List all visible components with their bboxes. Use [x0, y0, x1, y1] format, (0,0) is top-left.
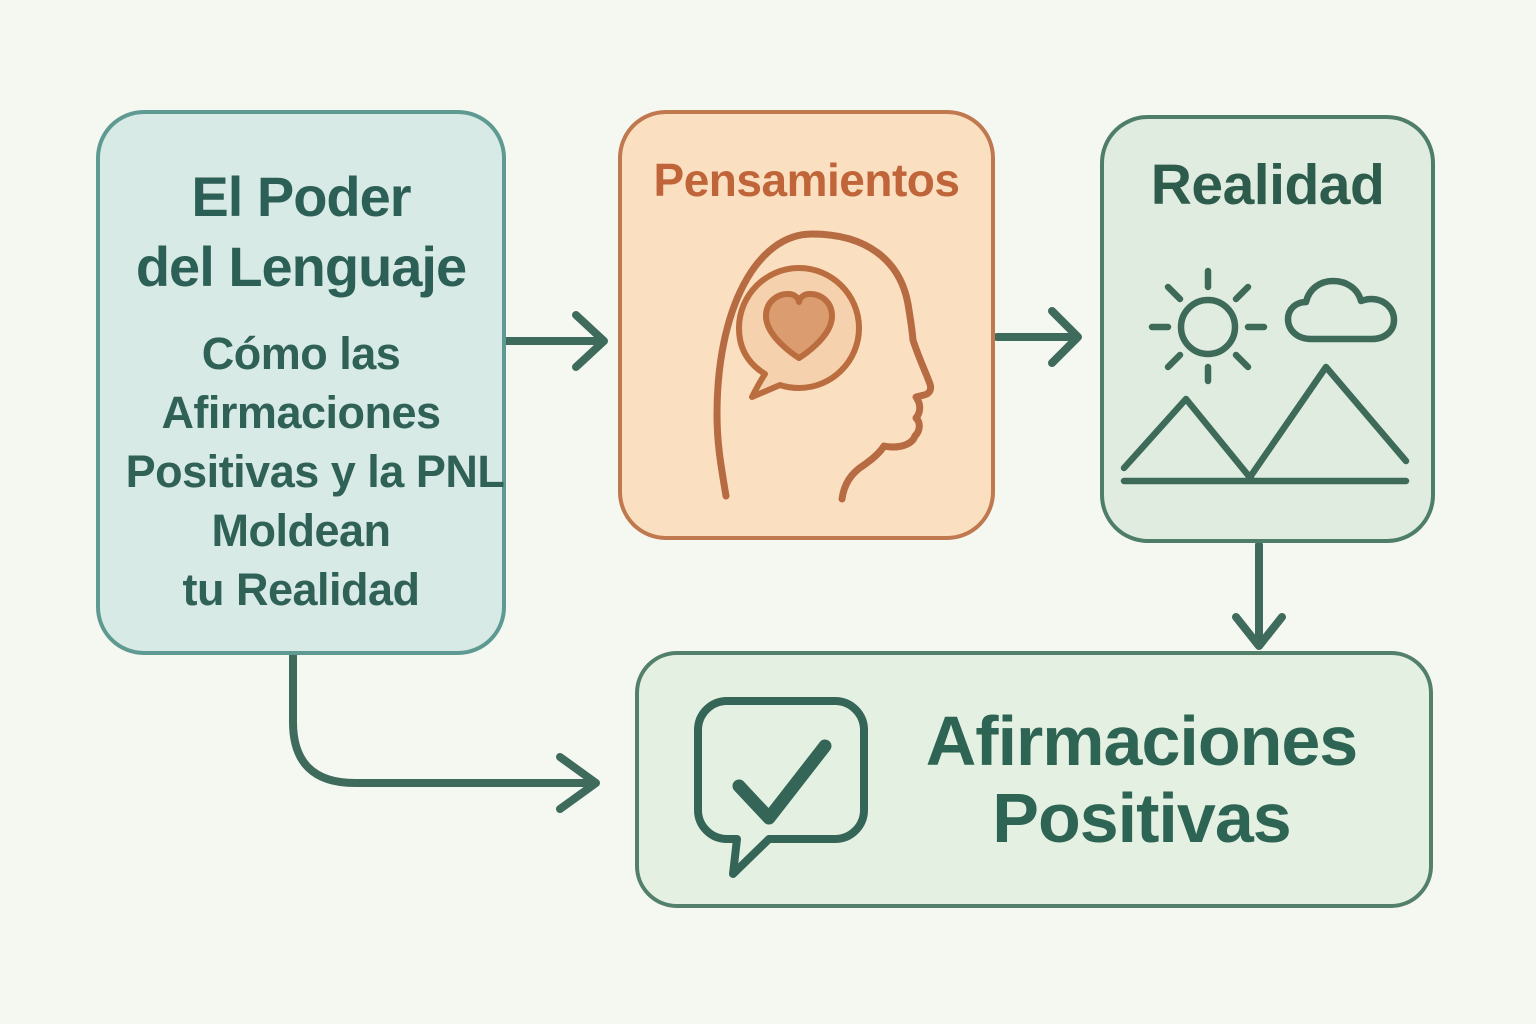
arrow-thoughts-to-reality [993, 307, 1082, 367]
title-line-1: Afirmaciones [925, 701, 1358, 780]
head-profile-heart-speech-bubble-icon [713, 230, 935, 503]
sun-icon [1148, 267, 1268, 385]
speech-bubble-shape [694, 697, 868, 878]
checkmark-icon [732, 739, 832, 825]
subtitle-line-1: Cómo las [201, 328, 401, 379]
subtitle-line-4: Moldean [211, 505, 391, 556]
subtitle-line-2: Afirmaciones [161, 387, 441, 438]
language-box-subtitle: Cómo las Afirmaciones Positivas y la PNL… [100, 324, 505, 619]
head-outline [713, 230, 935, 503]
subtitle-line-5: tu Realidad [182, 564, 420, 615]
box-affirmations: Afirmaciones Positivas [635, 651, 1433, 908]
box-language-power: El Poder del Lenguaje Cómo las Afirmacio… [96, 110, 506, 655]
cloud-icon [1284, 277, 1398, 343]
heart-icon [763, 291, 835, 361]
arrow-language-to-thoughts [499, 311, 608, 371]
title-line-2: del Lenguaje [135, 235, 467, 298]
speech-bubble-checkmark-icon [694, 697, 868, 878]
box-thoughts: Pensamientos [618, 110, 995, 540]
reality-box-title: Realidad [1150, 153, 1385, 217]
scenery-icons [1120, 267, 1410, 485]
subtitle-line-3: Positivas y la PNL [125, 446, 505, 497]
affirmations-box-title: Afirmaciones Positivas [872, 701, 1411, 857]
thoughts-box-title: Pensamientos [653, 154, 960, 206]
title-line-1: El Poder [191, 165, 411, 228]
language-box-title: El Poder del Lenguaje [100, 162, 502, 302]
title-line-2: Positivas [992, 778, 1291, 857]
arrow-language-to-affirmations [289, 651, 600, 813]
mountains-icon [1120, 363, 1410, 485]
box-reality: Realidad [1100, 115, 1435, 543]
arrow-reality-to-affirmations [1232, 541, 1286, 650]
